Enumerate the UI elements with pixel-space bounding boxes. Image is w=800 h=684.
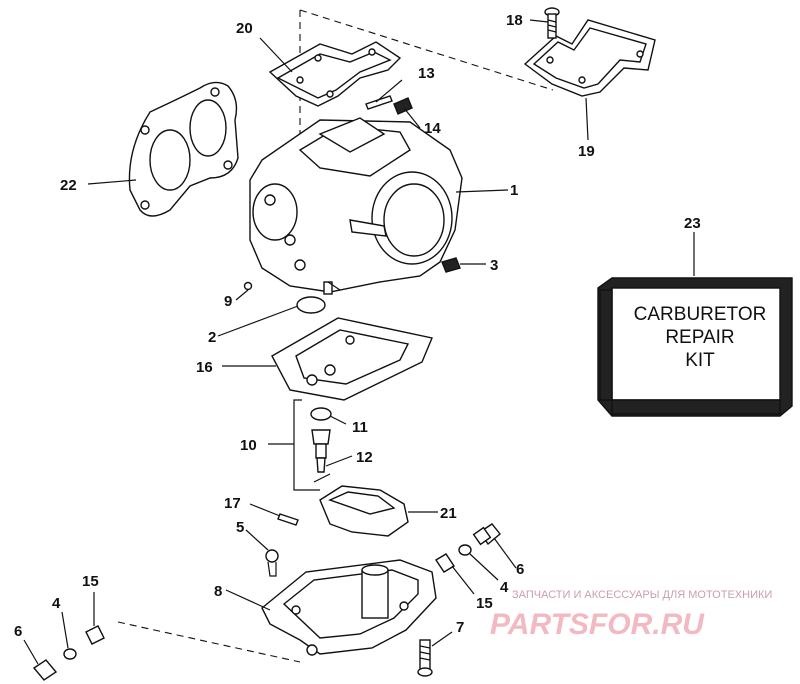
kit-label-line-2: REPAIR xyxy=(665,327,734,348)
needle-valve-assembly-bracket xyxy=(293,399,320,491)
callout-22: 22 xyxy=(60,177,77,194)
callout-23: 23 xyxy=(684,215,701,232)
callout-7: 7 xyxy=(456,619,464,636)
callout-20: 20 xyxy=(236,20,253,37)
float-part xyxy=(319,485,409,537)
kit-label-line-1: CARBURETOR xyxy=(634,304,767,325)
callout-8: 8 xyxy=(214,583,222,600)
jet-15-left-part xyxy=(85,625,105,645)
callout-6-left: 6 xyxy=(14,623,22,640)
intake-gasket-part xyxy=(128,81,239,217)
callout-5: 5 xyxy=(236,519,244,536)
bowl-gasket-part xyxy=(271,317,433,401)
watermark-brand: PARTSFOR.RU xyxy=(490,608,705,641)
float-bowl-part xyxy=(261,559,437,656)
callout-14: 14 xyxy=(424,120,441,137)
repair-kit-box: CARBURETOR REPAIR KIT xyxy=(597,277,793,417)
callout-1: 1 xyxy=(510,182,518,199)
ball-9-part xyxy=(243,281,253,291)
screw-3-part xyxy=(441,257,461,273)
callout-4-right: 4 xyxy=(500,579,509,596)
screw-18-part xyxy=(544,7,560,39)
screw-5-part xyxy=(265,549,279,577)
callout-10: 10 xyxy=(240,437,257,454)
pin-17-part xyxy=(277,513,299,526)
callout-3: 3 xyxy=(490,257,498,274)
washer-4-left-part xyxy=(63,648,77,660)
plug-6-left-part xyxy=(32,659,58,681)
carburetor-body-part xyxy=(249,117,463,295)
plug-6-right-part xyxy=(472,523,501,546)
callout-2: 2 xyxy=(208,329,216,346)
callout-12: 12 xyxy=(356,449,373,466)
callout-13: 13 xyxy=(418,65,435,82)
callout-18: 18 xyxy=(506,12,523,29)
o-ring-11-part xyxy=(310,407,332,421)
callout-4-left: 4 xyxy=(52,595,61,612)
needle-12-part xyxy=(313,457,331,483)
callout-17: 17 xyxy=(224,495,241,512)
alignment-lines xyxy=(117,9,554,663)
left-cover-plate-part xyxy=(268,41,402,107)
watermark: ЗАПЧАСТИ И АКСЕССУАРЫ ДЛЯ МОТОТЕХНИКИ PA… xyxy=(490,589,772,641)
callout-15-left: 15 xyxy=(82,573,99,590)
washer-4-right-part xyxy=(458,544,472,556)
kit-label-line-3: KIT xyxy=(685,350,715,371)
callout-21: 21 xyxy=(440,505,457,522)
leader-lines xyxy=(23,19,695,665)
callout-6-right: 6 xyxy=(516,561,524,578)
callout-numbers: 20 18 13 14 19 22 1 23 3 9 2 16 11 10 12… xyxy=(14,12,701,640)
disc-2-part xyxy=(296,296,326,314)
callout-9: 9 xyxy=(224,293,232,310)
callout-11: 11 xyxy=(352,419,368,436)
needle-seat-part xyxy=(311,429,331,459)
callout-19: 19 xyxy=(578,143,595,160)
callout-16: 16 xyxy=(196,359,213,376)
callout-15-right: 15 xyxy=(476,595,493,612)
spring-14-part xyxy=(393,97,413,115)
watermark-tagline: ЗАПЧАСТИ И АКСЕССУАРЫ ДЛЯ МОТОТЕХНИКИ xyxy=(512,589,772,601)
pin-13-part xyxy=(365,95,393,110)
right-cover-plate-part xyxy=(523,19,656,97)
jet-15-right-part xyxy=(435,553,455,573)
screw-7-part xyxy=(417,639,433,677)
